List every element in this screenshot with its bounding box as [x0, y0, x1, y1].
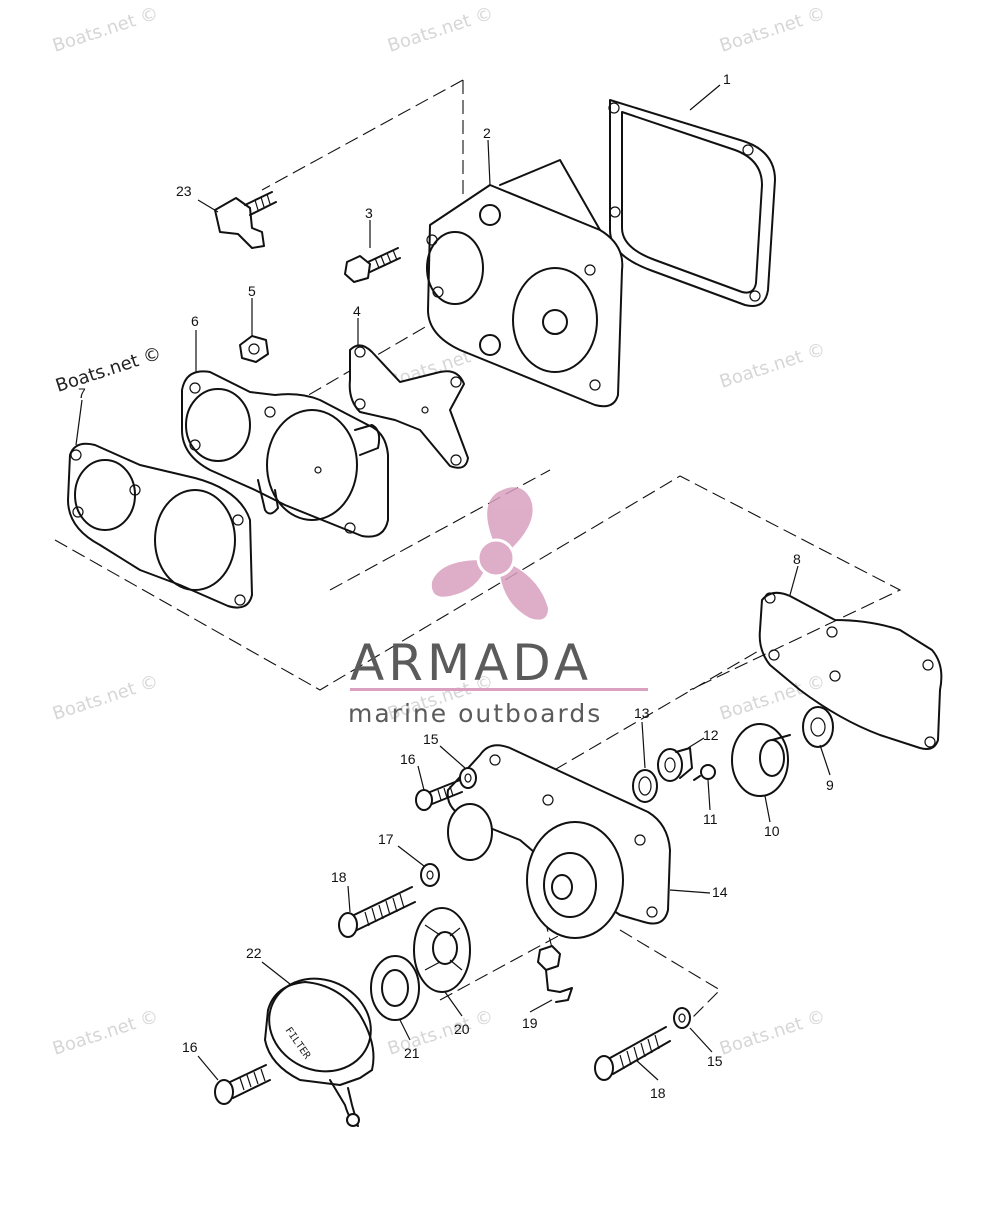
washer-part-9: [802, 706, 834, 748]
callout-22: 22: [246, 945, 262, 961]
gasket-part-1: [608, 99, 776, 307]
watermark: Boats.net ©: [50, 1006, 161, 1060]
watermark: Boats.net ©: [717, 3, 828, 57]
callout-16b: 16: [182, 1039, 198, 1055]
screw-part-18a: [338, 886, 416, 938]
callout-19: 19: [522, 1015, 538, 1031]
elbow-fitting-part-23: [214, 191, 277, 249]
callout-5: 5: [248, 283, 256, 299]
watermark: Boats.net ©: [50, 3, 161, 57]
leader-lines: [75, 84, 831, 1081]
callout-9: 9: [826, 777, 834, 793]
callout-20: 20: [454, 1021, 470, 1037]
callout-17: 17: [378, 831, 394, 847]
callout-21: 21: [404, 1045, 420, 1061]
watermark: Boats.net ©: [717, 339, 828, 393]
lock-washer-part-17: [420, 863, 440, 887]
callout-15b: 15: [707, 1053, 723, 1069]
nut-part-5: [239, 335, 269, 363]
pump-body-part-6: [181, 370, 389, 538]
fitting-part-19: [537, 945, 573, 1003]
gasket-part-8: [758, 591, 943, 750]
callout-7: 7: [78, 385, 86, 401]
callout-1: 1: [723, 71, 731, 87]
diaphragm-part-10: [731, 723, 791, 797]
watermark: Boats.net ©: [385, 3, 496, 57]
washer-part-15a: [459, 767, 477, 789]
washer-part-15b: [673, 1007, 691, 1029]
callout-18b: 18: [650, 1085, 666, 1101]
callout-8: 8: [793, 551, 801, 567]
callout-4: 4: [353, 303, 361, 319]
callout-23: 23: [176, 183, 192, 199]
callout-18a: 18: [331, 869, 347, 885]
check-valve-part-12: [657, 747, 693, 782]
callout-10: 10: [764, 823, 780, 839]
brand-logo: ARMADA marine outboards: [348, 487, 648, 728]
watermark: Boats.net ©: [53, 343, 164, 397]
callout-2: 2: [483, 125, 491, 141]
screw-part-16a: [415, 779, 463, 811]
screw-part-11: [693, 764, 716, 781]
watermark: Boats.net ©: [717, 1006, 828, 1060]
propeller-icon: [431, 487, 548, 620]
brand-divider: [350, 688, 648, 691]
brand-tagline: marine outboards: [348, 699, 602, 728]
callout-16a: 16: [400, 751, 416, 767]
callout-3: 3: [365, 205, 373, 221]
pump-base-part-14: [446, 744, 671, 939]
o-ring-part-13: [632, 769, 658, 803]
callout-15a: 15: [423, 731, 439, 747]
callout-11: 11: [703, 811, 718, 827]
bracket-part-4: [348, 344, 469, 469]
watermarks: Boats.net © Boats.net © Boats.net © Boat…: [50, 3, 828, 1060]
gasket-ring-part-21: [370, 955, 420, 1021]
filter-bowl-part-22: FILTER: [264, 977, 375, 1127]
screw-part-18b: [594, 1026, 671, 1081]
callout-13: 13: [634, 705, 650, 721]
callout-14: 14: [712, 884, 728, 900]
callout-6: 6: [191, 313, 199, 329]
watermark: Boats.net ©: [50, 671, 161, 725]
screw-part-16b: [214, 1064, 271, 1105]
pump-cover-part-2: [426, 159, 624, 408]
screw-part-3: [344, 247, 401, 283]
filter-element-part-20: [413, 907, 471, 993]
callouts: 1 2 3 4 5 6 7 8 9 10 11 12 13 14 15 15 1…: [78, 71, 834, 1101]
brand-name: ARMADA: [350, 634, 592, 692]
gasket-part-7: [67, 442, 253, 609]
callout-12: 12: [703, 727, 719, 743]
